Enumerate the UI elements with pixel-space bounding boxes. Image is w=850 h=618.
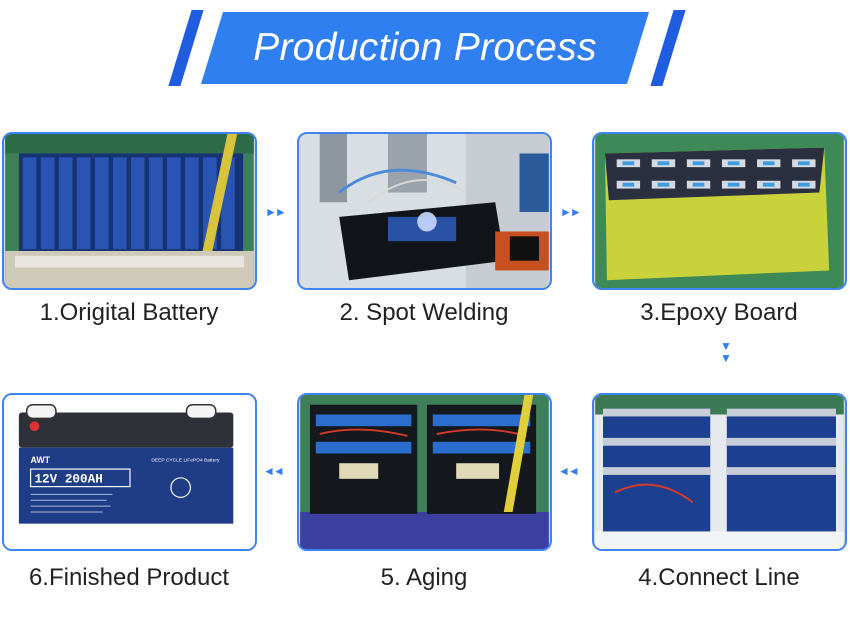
arrow-down-icon: ▼▼ bbox=[720, 339, 732, 365]
arrow-right-icon: ►► bbox=[560, 205, 582, 219]
battery-cells-photo bbox=[5, 134, 254, 288]
step-6-label: 6.Finished Product bbox=[28, 564, 230, 591]
spot-welding-photo bbox=[300, 134, 549, 288]
product-model: 12V 200AH bbox=[34, 472, 102, 487]
arrow-left-icon: ◄◄ bbox=[558, 464, 580, 478]
finished-product-photo: AWT 12V 200AH DEEP CYCLE LiFePO4 Battery bbox=[5, 395, 254, 549]
step-2-label: 2. Spot Welding bbox=[339, 299, 509, 326]
title-stripe-right bbox=[650, 10, 686, 86]
aging-photo bbox=[300, 395, 549, 549]
product-brand: AWT bbox=[31, 455, 51, 465]
arrow-right-icon: ►► bbox=[265, 205, 287, 219]
step-4-label: 4.Connect Line bbox=[638, 564, 800, 591]
arrow-left-icon: ◄◄ bbox=[263, 464, 285, 478]
step-1-photo bbox=[2, 132, 257, 290]
step-2-photo bbox=[297, 132, 552, 290]
step-3-label: 3.Epoxy Board bbox=[640, 299, 798, 326]
step-4-photo bbox=[592, 393, 847, 551]
page-title: Production Process bbox=[253, 26, 597, 69]
connect-line-photo bbox=[595, 395, 844, 549]
step-5-photo bbox=[297, 393, 552, 551]
step-5-label: 5. Aging bbox=[380, 564, 468, 591]
step-1-label: 1.Origital Battery bbox=[39, 299, 219, 326]
title-stripe-left bbox=[168, 10, 204, 86]
step-3-photo bbox=[592, 132, 847, 290]
step-6-photo: AWT 12V 200AH DEEP CYCLE LiFePO4 Battery bbox=[2, 393, 257, 551]
product-subtitle: DEEP CYCLE LiFePO4 Battery bbox=[151, 457, 220, 463]
epoxy-board-photo bbox=[595, 134, 844, 288]
